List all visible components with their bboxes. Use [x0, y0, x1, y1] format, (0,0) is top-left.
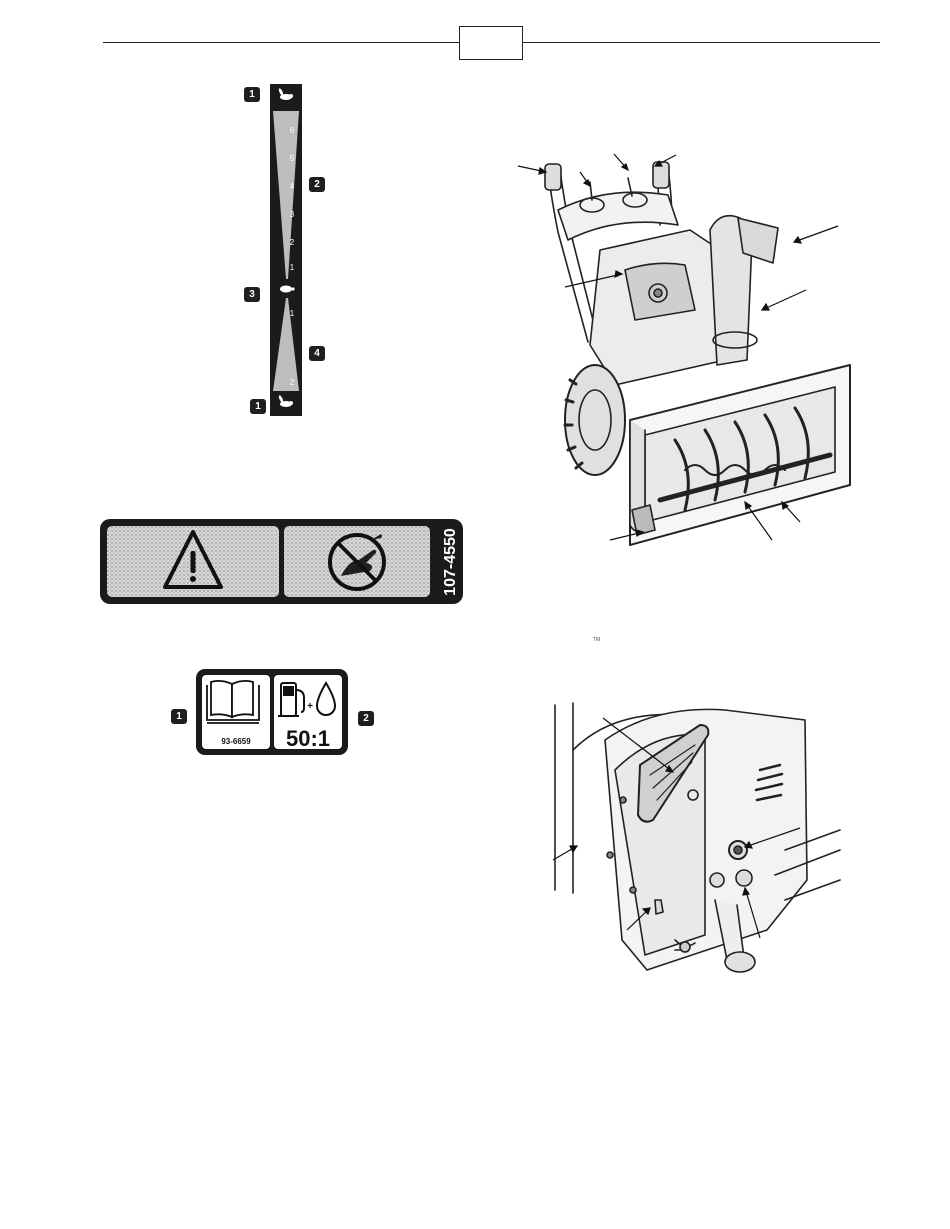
fuel-mix-ratio: 50:1 [286, 726, 330, 751]
engine-closeup-illustration [545, 700, 845, 985]
callout-label: 1 [171, 709, 187, 724]
callout-label: 1 [244, 87, 260, 102]
forward-tick: 4 [290, 182, 295, 191]
forward-tick: 2 [290, 238, 295, 247]
left-handle [548, 172, 588, 342]
page-number-box [459, 26, 523, 60]
warning-decal: 107-4550 [99, 518, 464, 605]
header-rule-right [522, 42, 880, 43]
reverse-tick: 2 [290, 378, 295, 387]
forward-tick: 1 [290, 263, 295, 272]
plus-sign: + [307, 701, 313, 712]
fuel-mix-decal: 93-6659 + 50:1 [195, 668, 349, 756]
trademark-mark: TM [593, 637, 600, 643]
callout-label: 2 [309, 177, 325, 192]
warning-decal-part-number: 107-4550 [442, 528, 459, 596]
callout-label: 2 [358, 711, 374, 726]
callout-label: 1 [250, 399, 266, 414]
forward-tick: 5 [290, 154, 295, 163]
snowthrower-illustration [510, 150, 850, 550]
callout-label: 3 [244, 287, 260, 302]
manual-part-number: 93-6659 [221, 737, 251, 746]
header-rule-left [103, 42, 459, 43]
forward-tick: 3 [290, 210, 295, 219]
reverse-tick: 1 [290, 309, 295, 318]
callout-label: 4 [309, 346, 325, 361]
forward-tick: 6 [290, 126, 295, 135]
speed-decal: 6 5 4 3 2 1 1 2 [270, 84, 302, 416]
